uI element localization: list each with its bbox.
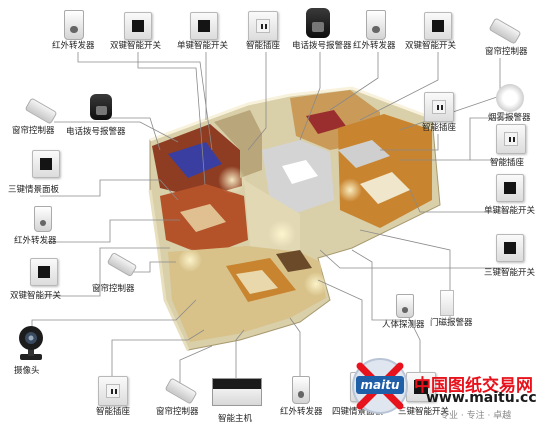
label-curtain-controller-bottom: 窗帘控制器 xyxy=(156,407,199,417)
dual-switch-device-2 xyxy=(424,12,452,40)
label-single-switch-right: 单键智能开关 xyxy=(484,206,536,216)
label-smart-socket-bottom: 智能插座 xyxy=(96,407,131,417)
smart-socket-device-bottom xyxy=(98,376,128,406)
room-right xyxy=(338,114,432,228)
body-sensor-device xyxy=(396,294,414,318)
label-ir-forwarder: 红外转发器 xyxy=(52,41,95,51)
phone-alarm-device-left xyxy=(90,94,112,120)
camera-device xyxy=(19,326,43,360)
label-ir-forwarder-2: 红外转发器 xyxy=(353,41,396,51)
ir-forwarder-device xyxy=(64,10,84,40)
single-switch-device xyxy=(190,12,218,40)
label-phone-alarm-left: 电话拨号报警器 xyxy=(66,127,126,137)
phone-alarm-device xyxy=(306,8,330,38)
label-smart-socket-right: 智能插座 xyxy=(422,123,457,133)
label-smart-host: 智能主机 xyxy=(218,414,253,424)
label-single-switch: 单键智能开关 xyxy=(177,41,229,51)
smart-socket-device-right xyxy=(424,92,454,122)
room-top-center xyxy=(214,110,262,178)
ir-forwarder-device-left xyxy=(34,206,52,232)
watermark-url: www.maitu.cc xyxy=(426,390,537,406)
label-quad-scene-panel: 四键情景面板 xyxy=(332,407,384,417)
label-door-sensor: 门磁报警器 xyxy=(430,318,473,328)
label-triple-switch-right: 三键智能开关 xyxy=(484,268,536,278)
single-switch-device-right xyxy=(496,174,524,202)
label-triple-switch-bottom: 三键智能开关 xyxy=(398,407,450,417)
label-phone-alarm: 电话拨号报警器 xyxy=(292,41,352,51)
label-dual-switch-2: 双键智能开关 xyxy=(405,41,457,51)
label-smoke-alarm: 烟雾报警器 xyxy=(488,113,531,123)
ir-forwarder-device-bottom xyxy=(292,376,310,404)
dual-switch-device-left xyxy=(30,258,58,286)
maitu-logo: maitu xyxy=(352,358,408,414)
smart-socket-device-right-2 xyxy=(496,124,526,154)
ir-forwarder-device-2 xyxy=(366,10,386,40)
label-dual-switch-left: 双键智能开关 xyxy=(10,291,62,301)
label-camera: 摄像头 xyxy=(14,366,40,376)
door-sensor-device xyxy=(440,290,454,316)
label-smart-socket: 智能插座 xyxy=(246,41,281,51)
label-ir-forwarder-left: 红外转发器 xyxy=(14,236,57,246)
label-smart-socket-right-2: 智能插座 xyxy=(490,158,525,168)
watermark-site-name: 中国图纸交易网 xyxy=(414,376,533,396)
label-curtain-controller-right: 窗帘控制器 xyxy=(485,47,528,57)
label-scene-panel: 三键情景面板 xyxy=(8,185,60,195)
label-body-sensor: 人体探测器 xyxy=(382,320,425,330)
label-ir-forwarder-bottom: 红外转发器 xyxy=(280,407,323,417)
triple-switch-device-right xyxy=(496,234,524,262)
label-curtain-controller-mid: 窗帘控制器 xyxy=(92,284,135,294)
smart-host-device xyxy=(212,378,262,406)
scene-panel-device xyxy=(32,150,60,178)
smart-socket-device xyxy=(248,11,278,41)
smoke-alarm-device xyxy=(496,84,524,112)
logo-text: maitu xyxy=(361,378,400,392)
dual-switch-device xyxy=(124,12,152,40)
label-dual-switch: 双键智能开关 xyxy=(110,41,162,51)
label-curtain-controller-left: 窗帘控制器 xyxy=(12,126,55,136)
watermark-slogan: 专业 · 专注 · 卓越 xyxy=(440,411,512,421)
